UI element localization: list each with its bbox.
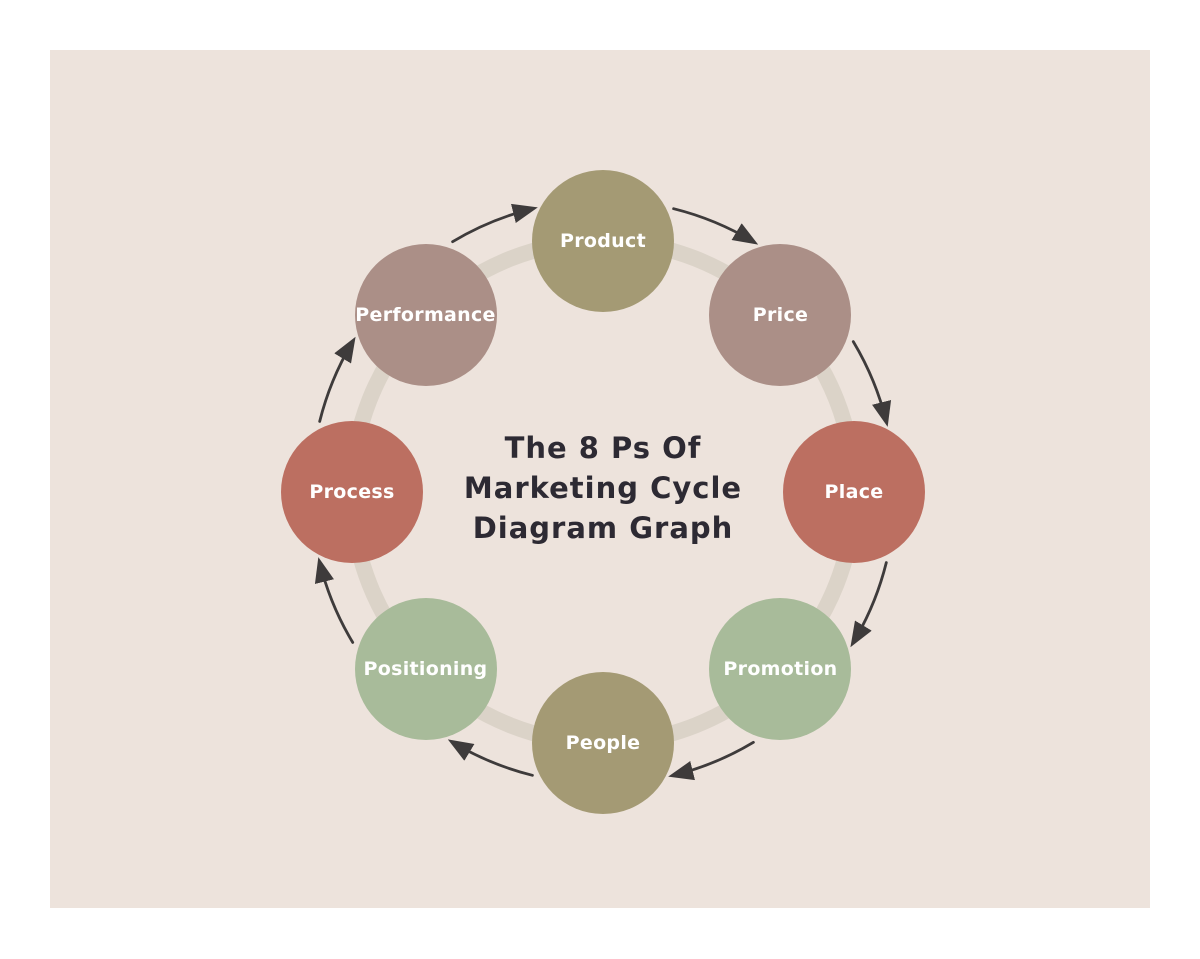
title-line-3: Diagram Graph bbox=[472, 511, 734, 545]
node-promotion: Promotion bbox=[709, 598, 852, 741]
node-people: People bbox=[532, 672, 674, 814]
diagram-canvas: The 8 Ps Of Marketing Cycle Diagram Grap… bbox=[50, 50, 1150, 908]
node-positioning: Positioning bbox=[354, 598, 497, 741]
arrow-process-to-performance bbox=[318, 336, 356, 423]
node-label: Place bbox=[824, 481, 884, 503]
arrow-price-to-place bbox=[851, 340, 892, 427]
node-label: Price bbox=[752, 303, 809, 326]
arrow-place-to-promotion bbox=[850, 561, 888, 648]
node-price: Price bbox=[709, 243, 852, 386]
node-process: Process bbox=[281, 421, 423, 563]
arrow-promotion-to-people bbox=[668, 740, 755, 781]
arrow-positioning-to-process bbox=[314, 557, 355, 644]
node-label: Promotion bbox=[723, 658, 838, 681]
node-label: Performance bbox=[355, 303, 496, 326]
node-place: Place bbox=[783, 421, 925, 563]
title-line-2: Marketing Cycle bbox=[463, 471, 743, 505]
node-performance: Performance bbox=[354, 243, 497, 386]
node-product: Product bbox=[532, 170, 674, 312]
title-line-1: The 8 Ps Of bbox=[504, 431, 702, 465]
arrow-performance-to-product bbox=[451, 203, 538, 244]
node-label: Positioning bbox=[363, 658, 488, 681]
diagram-title: The 8 Ps Of Marketing Cycle Diagram Grap… bbox=[464, 428, 742, 548]
node-label: Product bbox=[560, 230, 646, 252]
node-label: Process bbox=[309, 481, 395, 503]
arrow-people-to-positioning bbox=[447, 739, 534, 777]
arrow-product-to-price bbox=[672, 207, 759, 245]
node-label: People bbox=[565, 732, 641, 754]
